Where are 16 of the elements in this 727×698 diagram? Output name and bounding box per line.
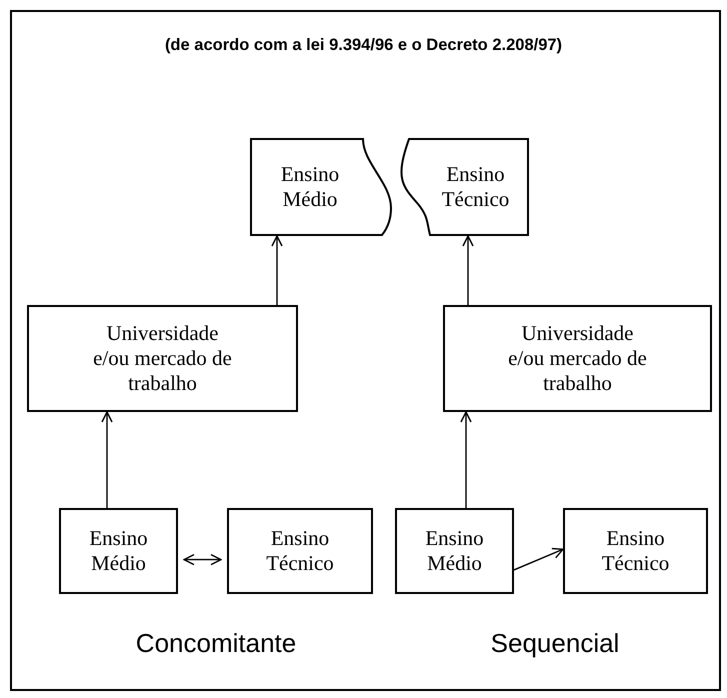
process-box: Universidade e/ou mercado de trabalho [27,305,298,412]
process-box: Ensino Técnico [563,508,708,594]
arrow [462,235,474,305]
process-box: Universidade e/ou mercado de trabalho [443,305,712,412]
document-shape: Ensino Médio [250,138,392,236]
arrow [460,411,472,508]
mode-label: Sequencial [490,628,620,659]
process-box: Ensino Médio [59,508,178,594]
arrow [271,235,283,305]
process-box: Ensino Técnico [227,508,373,594]
arrow [514,548,564,571]
process-box: Ensino Médio [395,508,514,594]
arrow [101,411,113,508]
mode-label: Concomitante [136,628,296,659]
double-arrow [183,554,222,566]
heading: (de acordo com a lei 9.394/96 e o Decreto 2.208/97) [164,36,564,55]
